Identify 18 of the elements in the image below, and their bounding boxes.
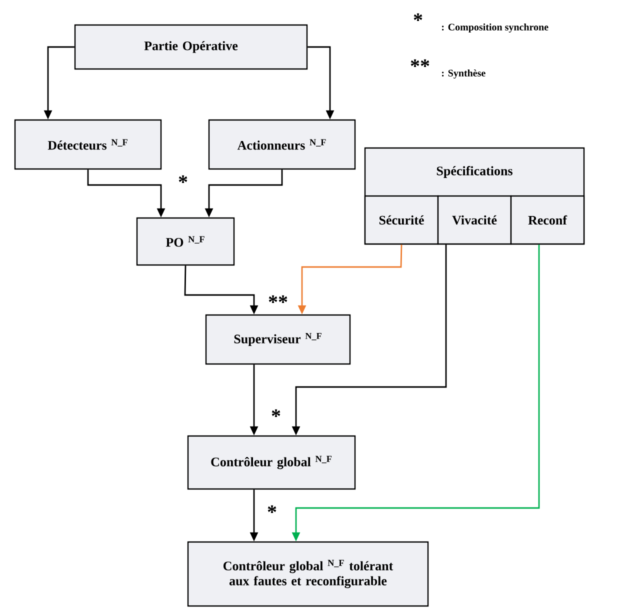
process-box: Contrôleur global $^{N_F}$ tolérant aux fautes et reconfigurable <box>187 541 429 607</box>
process-box: PO $^{N_F}$ <box>136 217 235 266</box>
process-box: Détecteurs $^{N_F}$ <box>14 119 162 170</box>
asterisk-mark: * <box>178 175 188 183</box>
cell-box: Vivacité <box>437 195 512 245</box>
process-box: Partie Opérative <box>74 24 308 70</box>
process-box: Actionneurs $^{N_F}$ <box>208 119 356 170</box>
process-box: Superviseur $^{N_F}$ <box>205 314 351 365</box>
legend-text: : Synthèse <box>442 69 486 79</box>
cell-box: Reconf <box>510 195 585 245</box>
process-box: Contrôleur global $^{N_F}$ <box>187 435 356 490</box>
asterisk-mark: ** <box>268 295 288 303</box>
asterisk-mark: * <box>414 13 422 21</box>
asterisk-mark: ** <box>410 59 430 67</box>
legend-text: : Composition synchrone <box>442 23 548 33</box>
asterisk-mark: * <box>272 409 280 417</box>
cell-box: Sécurité <box>364 195 439 245</box>
asterisk-mark: * <box>268 505 276 513</box>
